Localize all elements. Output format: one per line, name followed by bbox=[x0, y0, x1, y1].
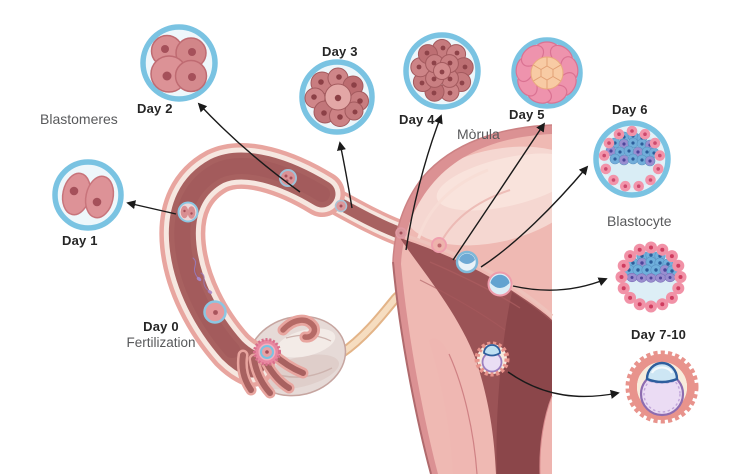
arrow-to-day-3 bbox=[337, 141, 353, 209]
label-blastocyte: Blastocyte bbox=[607, 213, 672, 229]
morula-in-tube-icon bbox=[334, 199, 348, 213]
expanded-blastocyst-icon bbox=[615, 241, 687, 313]
arrow-to-day-2 bbox=[197, 102, 301, 193]
implanting-embryo-in-wall-icon bbox=[474, 341, 510, 377]
uterus-illustration bbox=[392, 124, 554, 474]
arrow-to-day-1 bbox=[126, 200, 177, 215]
label-morula: Mòrula bbox=[457, 126, 500, 142]
cleaving-embryo-in-tube-icon bbox=[279, 169, 297, 187]
blastocyst-in-uterus-icon bbox=[487, 271, 513, 297]
day-1-two-cell-stage-icon bbox=[52, 159, 124, 231]
fertilized-egg-in-tube-icon bbox=[203, 300, 227, 324]
morula-in-uterus-icon bbox=[431, 237, 447, 253]
label-blastomeres: Blastomeres bbox=[40, 111, 118, 127]
early-blastocyst-in-uterus-icon bbox=[455, 250, 479, 274]
two-cell-zygote-in-tube-icon bbox=[177, 201, 199, 223]
embryo-entering-uterus-icon bbox=[395, 227, 407, 239]
day-3-cleavage-stage-icon bbox=[299, 59, 375, 135]
label-day-0-fertilization: Day 0 Fertilization bbox=[105, 319, 217, 350]
arrow-to-day-5 bbox=[452, 122, 546, 261]
label-day-7-10: Day 7-10 bbox=[631, 327, 687, 342]
label-day-2: Day 2 bbox=[137, 101, 173, 116]
day-7-10-implanted-embryo-icon bbox=[625, 350, 699, 424]
label-day-1: Day 1 bbox=[62, 233, 98, 248]
label-day-4: Day 4 bbox=[399, 112, 435, 127]
arrow-to-day-6 bbox=[480, 165, 589, 268]
day-6-blastocyst-icon bbox=[593, 120, 671, 198]
label-day-6: Day 6 bbox=[612, 102, 648, 117]
sperm-icon bbox=[192, 257, 213, 294]
arrow-to-day-7-10 bbox=[507, 371, 620, 399]
day-2-four-cell-stage-icon bbox=[140, 24, 218, 102]
stage-arrows bbox=[126, 102, 620, 399]
day-4-morula-icon bbox=[403, 32, 481, 110]
label-fertilization: Fertilization bbox=[126, 334, 196, 350]
ovulated-egg-icon bbox=[253, 338, 281, 366]
day-5-early-blastocyst-icon bbox=[511, 37, 583, 109]
arrow-to-day-4 bbox=[405, 114, 443, 251]
label-day-0: Day 0 bbox=[143, 319, 179, 334]
label-day-5: Day 5 bbox=[509, 107, 545, 122]
arrow-to-blastocyte bbox=[512, 277, 608, 291]
label-day-3: Day 3 bbox=[322, 44, 358, 59]
